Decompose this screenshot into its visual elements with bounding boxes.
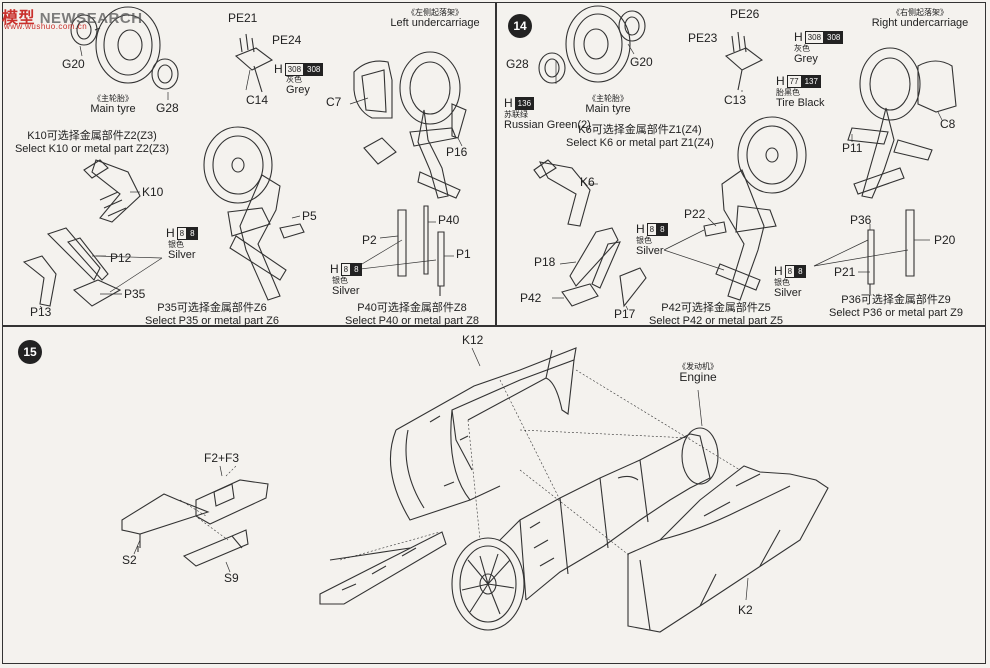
fuselage-k12-drawing — [390, 348, 576, 520]
step-15-badge: 15 — [18, 340, 42, 364]
part-label-p17: P17 — [614, 307, 636, 321]
left-paint-silver-b-name: 银色 Silver — [332, 276, 360, 298]
right-rods-drawing — [868, 210, 914, 294]
fuselage-side-panel-drawing — [320, 532, 446, 604]
part-label-p22: P22 — [684, 207, 706, 221]
part-label-pe26: PE26 — [730, 7, 760, 21]
part-label-pe21: PE21 — [228, 11, 258, 25]
left-door-c7-drawing — [354, 61, 392, 118]
right-paint-silver-b-name: 银色 Silver — [774, 278, 802, 300]
right-tyre-assembly-drawing — [704, 117, 806, 300]
left-main-tyre-label: 《主轮胎》 Main tyre — [90, 94, 136, 116]
left-paint-silver-b: H 8 8 — [330, 262, 362, 276]
part-label-f2-f3: F2+F3 — [204, 451, 240, 465]
part-label-k10: K10 — [142, 185, 164, 199]
fuselage-k2-drawing — [628, 466, 828, 632]
right-paint-grey: H 308 308 — [794, 30, 844, 44]
left-note-k10: K10可选择金属部件Z2(Z3) Select K10 or metal par… — [14, 130, 170, 155]
left-photoetch-drawing — [236, 34, 272, 92]
right-note-p42: P42可选择金属部件Z5 Select P42 or metal part Z5 — [649, 302, 783, 327]
part-label-s9: S9 — [224, 571, 239, 585]
part-label-p40: P40 — [438, 213, 460, 227]
right-paint-silver-b: H 8 8 — [774, 264, 806, 278]
right-paint-green: H 136 — [504, 96, 535, 110]
part-label-p11: P11 — [842, 141, 863, 155]
part-label-g20-left: G20 — [62, 57, 85, 71]
part-label-p42: P42 — [520, 291, 542, 305]
left-paint-silver-a-name: 银色 Silver — [168, 240, 196, 262]
right-links-drawing — [562, 228, 646, 306]
part-label-s2: S2 — [122, 553, 137, 567]
part-label-k12: K12 — [462, 333, 484, 347]
part-label-p35: P35 — [124, 287, 146, 301]
left-paint-grey: H 308 308 — [274, 62, 324, 76]
part-label-pe24: PE24 — [272, 33, 302, 47]
part-label-p2: P2 — [362, 233, 377, 247]
part-label-p36: P36 — [850, 213, 872, 227]
engine-label: 《发动机》 Engine — [678, 362, 718, 385]
right-paint-grey-name: 灰色 Grey — [794, 44, 818, 66]
right-paint-silver-a-name: 银色 Silver — [636, 236, 664, 258]
right-hub-g20-drawing — [619, 11, 645, 41]
right-strut-k6-drawing — [534, 160, 590, 226]
right-paint-black-name: 胎黑色 Tire Black — [776, 88, 825, 110]
right-paint-green-name: 苏联绿 Russian Green(2) — [504, 110, 591, 132]
right-note-k6: K6可选择金属部件Z1(Z4) Select K6 or metal part … — [566, 124, 714, 149]
right-note-p36: P36可选择金属部件Z9 Select P36 or metal part Z9 — [829, 294, 963, 319]
left-note-p35: P35可选择金属部件Z6 Select P35 or metal part Z6 — [145, 302, 279, 327]
right-paint-black: H 77 137 — [776, 74, 821, 88]
left-note-p40: P40可选择金属部件Z8 Select P40 or metal part Z8 — [345, 302, 479, 327]
part-label-p13: P13 — [30, 305, 52, 319]
part-label-p1: P1 — [456, 247, 471, 261]
right-main-tyre-drawing — [566, 6, 630, 82]
left-paint-grey-name: 灰色 Grey — [286, 75, 310, 97]
watermark-logo: 模型 NEWSEARCH www.wushuo.com.cn — [2, 10, 143, 31]
left-panel-title: 《左侧起落架》 Left undercarriage — [390, 8, 480, 30]
part-label-p16: P16 — [446, 145, 468, 159]
intake-parts-drawing — [122, 480, 268, 566]
part-label-pe23: PE23 — [688, 31, 718, 45]
part-label-c14: C14 — [246, 93, 269, 107]
right-undercarriage-panel — [496, 2, 986, 326]
engine-assembly-panel — [2, 326, 986, 664]
left-rods-drawing — [398, 206, 444, 296]
right-hub-g28-drawing — [539, 53, 565, 83]
part-label-k6: K6 — [580, 175, 595, 189]
part-label-p5: P5 — [302, 209, 317, 223]
part-label-c13: C13 — [724, 93, 747, 107]
part-label-g20-right: G20 — [630, 55, 653, 69]
part-label-p20: P20 — [934, 233, 956, 247]
part-label-p21: P21 — [834, 265, 856, 279]
part-label-p18: P18 — [534, 255, 556, 269]
left-main-tyre-drawing — [95, 7, 160, 83]
right-panel-title: 《右侧起落架》 Right undercarriage — [871, 8, 969, 30]
part-label-g28-left: G28 — [156, 101, 179, 115]
part-label-g28-right: G28 — [506, 57, 529, 71]
part-label-p12: P12 — [110, 251, 132, 265]
left-tyre-assembly-drawing — [204, 127, 304, 300]
right-paint-silver-a: H 8 8 — [636, 222, 668, 236]
left-wheel-strut-drawing — [364, 52, 466, 198]
left-undercarriage-panel — [2, 2, 496, 326]
right-main-tyre-label: 《主轮胎》 Main tyre — [585, 94, 631, 116]
left-hub-g28-drawing — [152, 59, 178, 89]
part-label-k2: K2 — [738, 603, 753, 617]
left-links-drawing — [24, 228, 120, 306]
engine-drawing — [452, 428, 718, 630]
right-wheel-strut-drawing — [848, 48, 956, 198]
right-photoetch-drawing — [726, 32, 762, 90]
part-label-c7: C7 — [326, 95, 342, 109]
left-strut-k10-drawing — [84, 160, 140, 222]
step-14-badge: 14 — [508, 14, 532, 38]
left-hub-g20-drawing — [71, 15, 97, 45]
part-label-c8: C8 — [940, 117, 956, 131]
left-paint-silver-a: H 8 8 — [166, 226, 198, 240]
